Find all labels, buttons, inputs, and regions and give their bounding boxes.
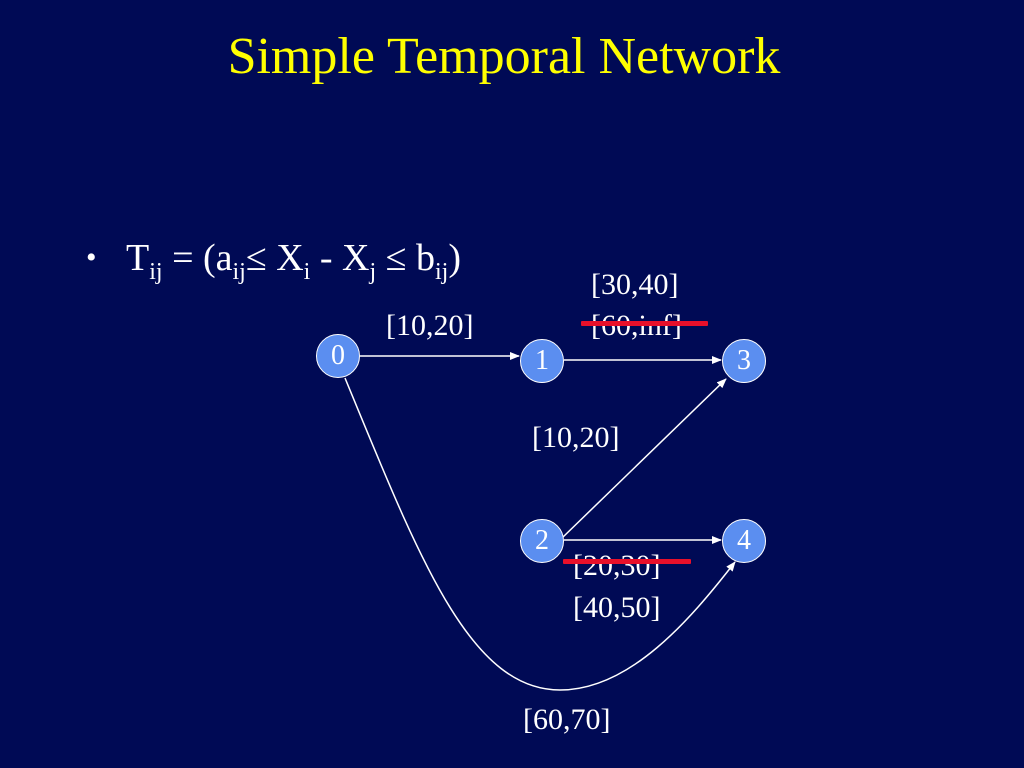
formula-part: - X [310, 237, 370, 279]
node-3: 3 [722, 339, 766, 383]
formula-subscript: ij [232, 259, 246, 285]
formula-subscript: j [369, 259, 377, 285]
formula-part: = (a [162, 237, 233, 279]
bullet-formula: •Tij = (aij≤ Xi - Xj ≤ bij) [86, 234, 461, 285]
formula-part: ) [448, 237, 461, 279]
node-0: 0 [316, 334, 360, 378]
slide-title: Simple Temporal Network [227, 28, 781, 85]
edge-2-4-label: [40,50] [573, 591, 661, 624]
strikethrough-mark [581, 321, 708, 326]
node-1: 1 [520, 339, 564, 383]
formula-part: T [126, 237, 150, 279]
formula-part: ≤ X [245, 237, 304, 279]
bullet-icon: • [86, 241, 97, 274]
edge-2-3-label: [10,20] [532, 421, 620, 454]
edge-0-4 [344, 377, 736, 691]
edge-0-1-label: [10,20] [386, 309, 474, 342]
formula-subscript: ij [434, 259, 449, 285]
formula-subscript: ij [149, 259, 163, 285]
edge-0-4-label: [60,70] [523, 703, 611, 736]
node-2: 2 [520, 519, 564, 563]
edge-1-3-struck-label: [60,inf] [591, 309, 682, 343]
edge-2-3 [561, 378, 727, 539]
formula-subscript: i [303, 259, 311, 285]
edge-2-4-struck-label: [20,30] [573, 549, 661, 582]
formula-part: ≤ b [376, 237, 435, 279]
edge-1-3-label: [30,40] [591, 268, 679, 301]
strikethrough-mark [563, 559, 691, 564]
node-4: 4 [722, 519, 766, 563]
